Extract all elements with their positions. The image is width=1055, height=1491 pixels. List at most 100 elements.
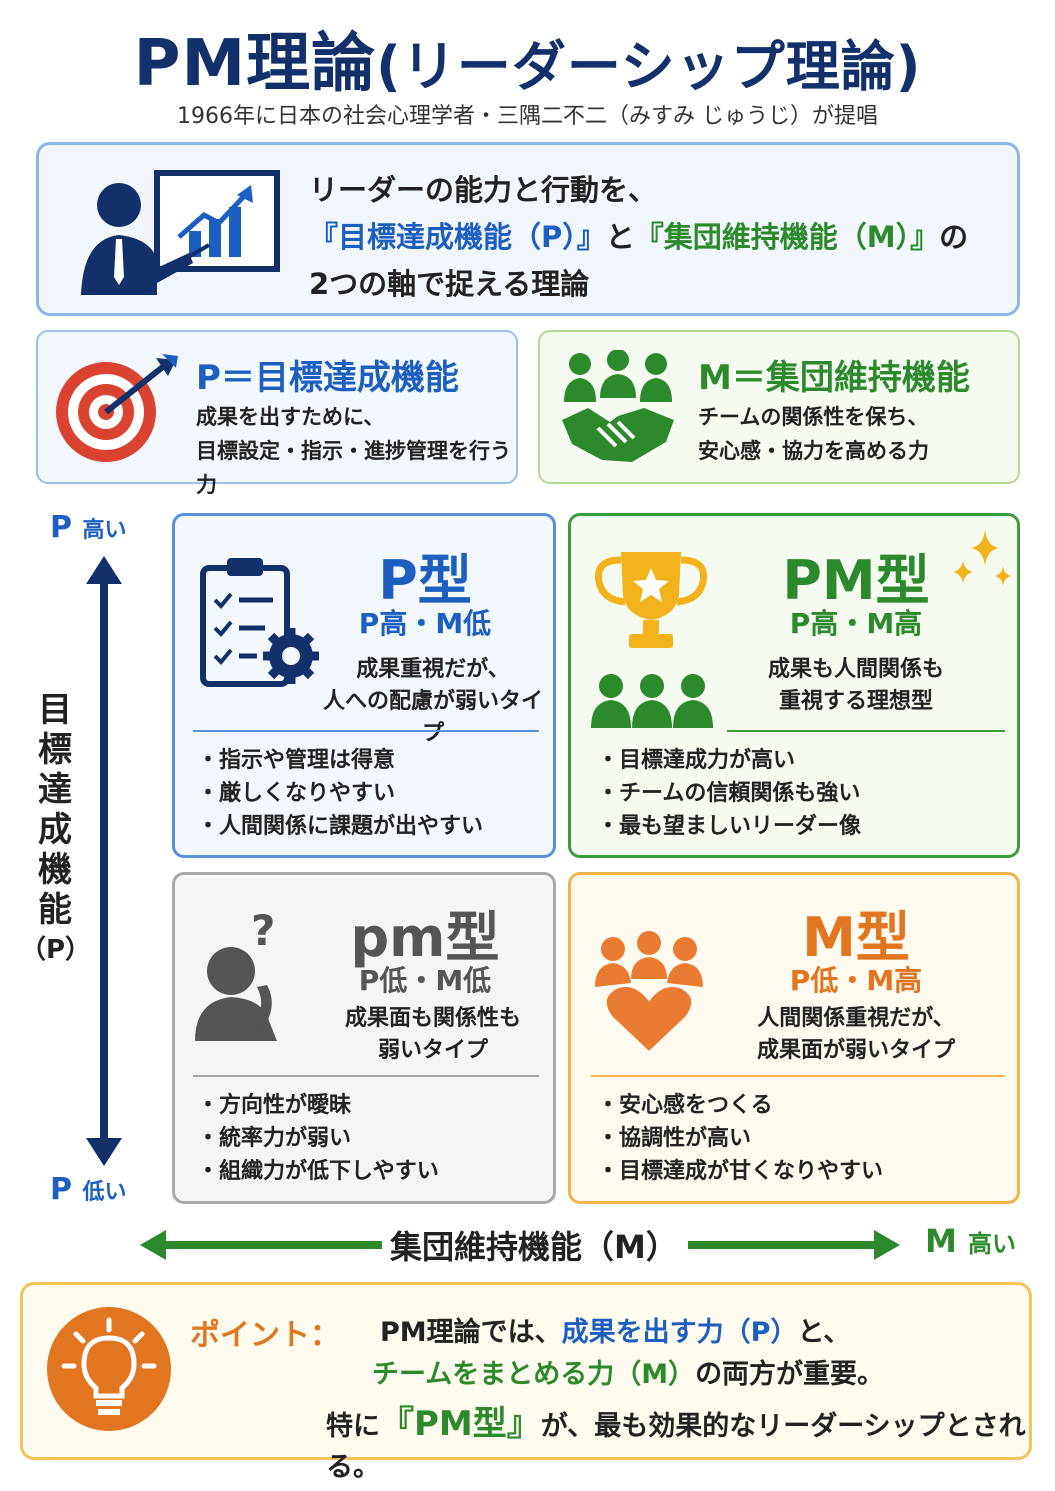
y-axis-bottom-label: P 低い [50, 1172, 126, 1207]
intro-line-1: リーダーの能力と行動を、 [309, 173, 658, 207]
p-definition-body: 成果を出すために、 目標設定・指示・進捗管理を行う力 [196, 400, 516, 502]
y-label-char: 標 [38, 730, 72, 770]
point-text: 特に [326, 1411, 380, 1442]
title-paren: (リーダーシップ理論) [376, 35, 922, 98]
point-line-3: 特に『PM型』が、最も効果的なリーダーシップとされる。 [326, 1396, 1055, 1484]
point-text: の両方が重要。 [695, 1359, 885, 1390]
pm-low-type-desc: 成果面も関係性も 弱いタイプ [315, 1003, 551, 1067]
point-pm-term: 『PM型』 [380, 1404, 541, 1444]
p-type-list: 指示や管理は得意 厳しくなりやすい 人間関係に課題が出やすい [197, 744, 483, 843]
clipboard-gear-icon [200, 558, 319, 687]
trophy-icon [594, 552, 708, 648]
intro-line-2: 『目標達成機能（P）』と『集団維持機能（M）』の [309, 214, 968, 261]
point-text: と、 [797, 1317, 851, 1348]
intro-box: リーダーの能力と行動を、 『目標達成機能（P）』と『集団維持機能（M）』の 2つ… [36, 142, 1020, 316]
m-definition-line-2: 安心感・協力を高める力 [698, 439, 929, 463]
y-axis-bottom-word: 低い [82, 1180, 127, 1205]
m-type-desc: 人間関係重視だが、 成果面が弱いタイプ [721, 1003, 991, 1067]
y-axis-bottom-letter: P [50, 1172, 72, 1207]
y-label-char: 目 [38, 690, 72, 730]
m-definition-title: M＝集団維持機能 [698, 358, 970, 398]
p-definition-line-1: 成果を出すために、 [196, 405, 385, 429]
p-definition-line-2: 目標設定・指示・進捗管理を行う力 [196, 439, 511, 497]
list-item: 人間関係に課題が出やすい [197, 810, 483, 843]
y-axis-top-letter: P [50, 510, 72, 545]
subtitle: 1966年に日本の社会心理学者・三隅二不二（みすみ じゅうじ）が提唱 [177, 104, 878, 129]
m-type-divider [591, 1075, 1005, 1077]
p-type-sub: P高・M低 [358, 607, 492, 640]
pm-type-name: PM型 [782, 549, 930, 612]
sparkle-icon [953, 530, 1011, 586]
list-item: 組織力が低下しやすい [197, 1155, 439, 1188]
x-axis-label: 集団維持機能（M） [390, 1228, 678, 1266]
p-type-divider [193, 730, 539, 732]
list-item: 厳しくなりやすい [197, 777, 483, 810]
lightbulb-icon [47, 1307, 171, 1431]
target-icon [56, 354, 178, 462]
list-item: 協調性が高い [597, 1122, 883, 1155]
pm-low-type-sub: P低・M低 [358, 964, 492, 997]
point-label: ポイント： [190, 1318, 340, 1353]
list-item: 指示や管理は得意 [197, 744, 483, 777]
pm-type-divider [727, 730, 1005, 732]
quadrant-m-type: M型 P低・M高 人間関係重視だが、 成果面が弱いタイプ 安心感をつくる 協調性… [568, 872, 1020, 1204]
y-axis-top-word: 高い [82, 518, 127, 543]
intro-no: の [939, 220, 969, 254]
list-item: 目標達成力が高い [597, 744, 861, 777]
list-item: チームの信頼関係も強い [597, 777, 861, 810]
intro-and: と [605, 220, 635, 254]
m-type-name: M型 [802, 906, 910, 969]
quadrant-pm-type: PM型 P高・M高 成果も人間関係も 重視する理想型 目標達成力が高い チームの… [568, 513, 1020, 858]
quadrant-pm-low-type: ? pm型 P低・M低 成果面も関係性も 弱いタイプ 方向性が曖昧 統率力が弱い… [172, 872, 556, 1204]
x-axis-end-word: 高い [967, 1230, 1016, 1258]
list-item: 最も望ましいリーダー像 [597, 810, 861, 843]
m-definition-box: M＝集団維持機能 チームの関係性を保ち、 安心感・協力を高める力 [538, 330, 1020, 484]
m-type-desc-line-2: 成果面が弱いタイプ [756, 1038, 955, 1063]
intro-p-term: 『目標達成機能（P）』 [309, 220, 606, 254]
point-text: PM理論では、 [380, 1317, 562, 1348]
list-item: 安心感をつくる [597, 1089, 883, 1122]
point-m-term: チームをまとめる力（M） [372, 1359, 696, 1390]
x-axis-arrow [140, 1230, 900, 1260]
x-axis-end-letter: M [925, 1222, 957, 1260]
pm-low-type-list: 方向性が曖昧 統率力が弱い 組織力が低下しやすい [197, 1089, 439, 1188]
pm-type-desc: 成果も人間関係も 重視する理想型 [721, 654, 991, 718]
team-icon [591, 674, 713, 728]
y-axis-arrow [86, 556, 122, 1166]
point-line-2: チームをまとめる力（M）の両方が重要。 [372, 1352, 884, 1391]
intro-text: リーダーの能力と行動を、 『目標達成機能（P）』と『集団維持機能（M）』の 2つ… [309, 167, 968, 308]
title-main: PM理論 [133, 27, 377, 101]
pm-type-list: 目標達成力が高い チームの信頼関係も強い 最も望ましいリーダー像 [597, 744, 861, 843]
y-label-char: （P） [20, 935, 92, 965]
m-type-sub: P低・M高 [789, 964, 923, 997]
x-axis-end-label: M 高い [925, 1222, 1016, 1260]
list-item: 統率力が弱い [197, 1122, 439, 1155]
p-type-desc-line-1: 成果重視だが、 [356, 657, 510, 682]
intro-line-3: 2つの軸で捉える理論 [309, 267, 590, 301]
y-label-char: 能 [38, 890, 72, 930]
list-item: 方向性が曖昧 [197, 1089, 439, 1122]
pm-type-desc-line-1: 成果も人間関係も [767, 657, 944, 682]
y-label-char: 成 [38, 810, 72, 850]
y-axis-top-label: P 高い [50, 510, 126, 545]
p-type-name: P型 [378, 549, 472, 612]
quadrant-p-type: P型 P高・M低 成果重視だが、 人への配慮が弱いタイプ 指示や管理は得意 厳し… [172, 513, 556, 858]
pm-low-type-divider [193, 1075, 539, 1077]
y-axis-label: 目 標 達 成 機 能 （P） [20, 690, 91, 970]
list-item: 目標達成が甘くなりやすい [597, 1155, 883, 1188]
presenter-chart-icon [81, 170, 280, 295]
point-line-1: PM理論では、成果を出す力（P）と、 [380, 1310, 850, 1349]
svg-text:?: ? [251, 906, 275, 955]
group-heart-icon [595, 931, 703, 1055]
thinking-person-icon: ? [195, 906, 277, 1041]
p-definition-title: P＝目標達成機能 [196, 358, 459, 398]
y-label-char: 達 [38, 770, 72, 810]
pm-low-type-desc-line-1: 成果面も関係性も [344, 1006, 521, 1031]
m-type-list: 安心感をつくる 協調性が高い 目標達成が甘くなりやすい [597, 1089, 883, 1188]
point-box [20, 1282, 1032, 1460]
pm-low-type-name: pm型 [350, 906, 500, 969]
intro-m-term: 『集団維持機能（M）』 [634, 220, 940, 254]
m-type-desc-line-1: 人間関係重視だが、 [757, 1006, 955, 1031]
p-type-desc: 成果重視だが、 人への配慮が弱いタイプ [315, 654, 551, 750]
pm-type-desc-line-2: 重視する理想型 [778, 689, 933, 714]
